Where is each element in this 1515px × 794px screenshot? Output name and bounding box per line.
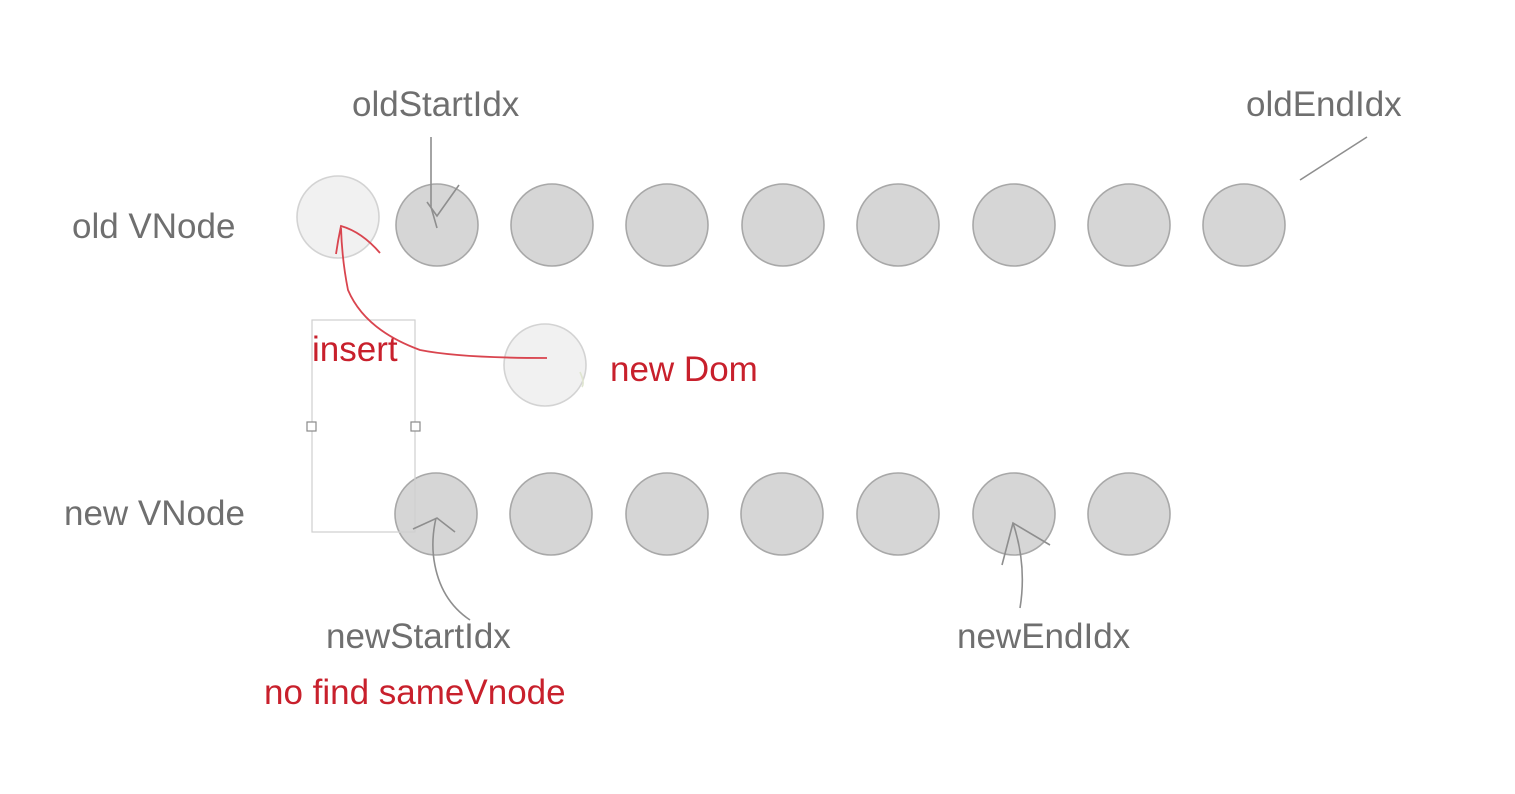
insert-arrow	[335, 224, 548, 359]
old-start-pointer-head	[426, 184, 460, 218]
new-vnode-label: new VNode	[64, 494, 245, 533]
old-vnode-row	[296, 175, 1286, 267]
new-node-4	[740, 472, 824, 556]
old-vnode-label: old VNode	[72, 207, 235, 246]
old-node-7	[1087, 183, 1171, 267]
old-node-5	[856, 183, 940, 267]
old-ghost-node	[296, 175, 380, 259]
new-start-pointer-head	[412, 517, 456, 533]
selection-handle-left	[306, 421, 317, 432]
selection-handle-right	[410, 421, 421, 432]
new-end-pointer-head	[1001, 521, 1051, 566]
new-node-1	[394, 472, 478, 556]
old-end-idx-pointer	[1299, 136, 1368, 181]
old-node-4	[741, 183, 825, 267]
new-dom-label: new Dom	[610, 350, 758, 389]
new-start-pointer-line	[432, 517, 471, 621]
no-find-samevnode-label: no find sameVnode	[264, 673, 566, 712]
new-node-5	[856, 472, 940, 556]
old-node-2	[510, 183, 594, 267]
insert-arrowhead	[335, 224, 381, 255]
new-end-idx-label: newEndIdx	[957, 617, 1131, 656]
old-end-idx-label: oldEndIdx	[1246, 85, 1402, 124]
new-vnode-row	[394, 472, 1171, 556]
new-node-3	[625, 472, 709, 556]
new-dom-node-mark	[579, 371, 584, 388]
old-node-1	[395, 183, 479, 267]
new-end-idx-pointer	[1001, 521, 1051, 609]
new-node-7	[1087, 472, 1171, 556]
new-node-2	[509, 472, 593, 556]
insert-label: insert	[312, 330, 398, 369]
new-end-pointer-line	[1012, 522, 1024, 609]
old-start-idx-pointer	[426, 137, 460, 229]
new-dom-node	[503, 323, 587, 407]
old-node-6	[972, 183, 1056, 267]
old-node-3	[625, 183, 709, 267]
new-start-idx-pointer	[412, 517, 471, 621]
old-start-idx-label: oldStartIdx	[352, 85, 520, 124]
selection-box	[306, 319, 421, 533]
new-node-6	[972, 472, 1056, 556]
old-node-8	[1202, 183, 1286, 267]
insert-curve	[340, 227, 548, 359]
new-start-idx-label: newStartIdx	[326, 617, 511, 656]
